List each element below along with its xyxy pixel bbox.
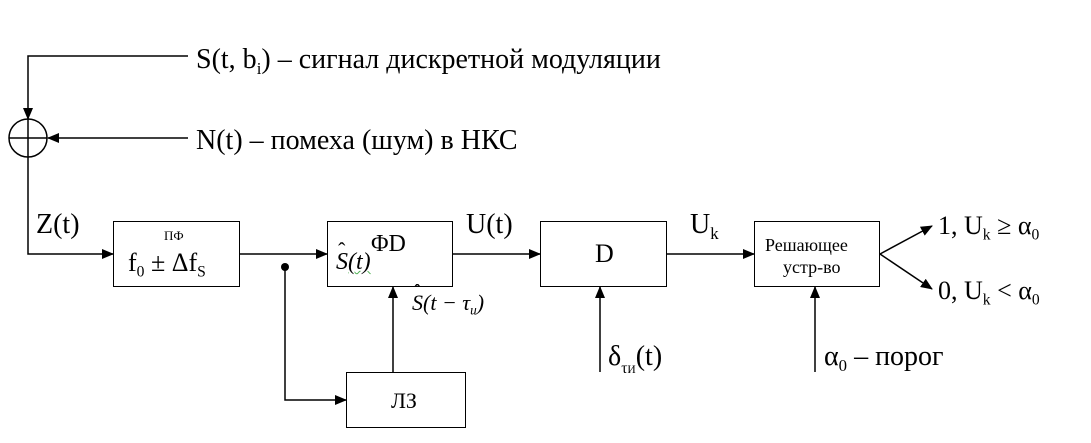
filter-formula: f0 ± ΔfS	[128, 248, 206, 281]
decision-line-1: Решающее	[765, 235, 848, 255]
delay-title: ЛЗ	[391, 388, 417, 413]
u-label: U(t)	[466, 209, 513, 240]
fd-reference-signal: S(t)	[336, 240, 371, 274]
alpha-label: α0 – порог	[824, 341, 944, 375]
signal-input-wire	[23, 55, 188, 120]
d-title: D	[595, 239, 614, 268]
noise-label: N(t) – помеха (шум) в НКС	[196, 125, 518, 156]
bandpass-filter-block: ПФ f0 ± ΔfS	[113, 221, 240, 287]
branch-dot	[281, 263, 289, 271]
output-zero-wire	[879, 253, 933, 290]
branch-to-delay-wire	[284, 267, 347, 405]
uk-label: Uk	[690, 209, 719, 243]
delay-line-block: ЛЗ	[346, 372, 466, 428]
fd-title: ΦD	[371, 231, 406, 257]
z-label: Z(t)	[36, 209, 80, 240]
delayed-signal-label: S(t − τи)	[412, 283, 484, 317]
phase-detector-block: ΦD S(t)	[327, 221, 453, 287]
integrator-block: D	[540, 221, 667, 287]
decision-device-block: Решающее устр-во	[754, 221, 880, 287]
decision-line-2: устр-во	[783, 257, 841, 277]
delta-label: δτИ(t)	[608, 341, 663, 377]
signal-label: S(t, bi) – сигнал дискретной модуляции	[196, 44, 661, 78]
z-wire	[27, 157, 114, 259]
output-one-label: 1, Uk ≥ α0	[938, 211, 1040, 244]
output-one-wire	[879, 225, 933, 255]
output-zero-label: 0, Uk < α0	[938, 276, 1040, 309]
filter-title: ПФ	[164, 228, 184, 243]
